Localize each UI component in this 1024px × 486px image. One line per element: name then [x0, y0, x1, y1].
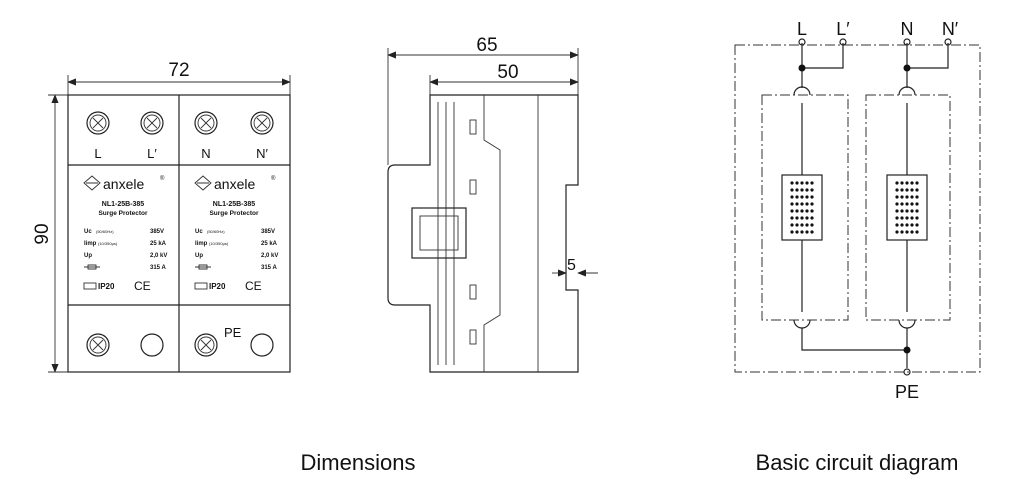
svg-text:Up: Up	[84, 253, 92, 259]
svg-text:®: ®	[271, 175, 276, 182]
circuit-terminal-l-prime: L′	[836, 19, 850, 39]
screw-terminal-icon	[194, 111, 218, 135]
inner-depth-label: 50	[497, 62, 518, 83]
terminal-hole-icon	[140, 333, 164, 357]
circuit-terminal-n-prime: N′	[942, 19, 959, 39]
svg-text:Up: Up	[195, 253, 203, 259]
model-number: NL1-25B-385	[102, 201, 145, 208]
svg-text:®: ®	[160, 175, 165, 182]
module-boundary	[865, 94, 951, 321]
svg-text:IP20: IP20	[98, 282, 115, 291]
brand-name: anxele	[103, 176, 144, 192]
product-type: Surge Protector	[98, 210, 148, 217]
terminal-label-n-prime: N′	[256, 146, 268, 161]
module-label-left: anxele ® NL1-25B-385 Surge Protector Uc …	[83, 175, 167, 293]
fuse-icon	[195, 264, 211, 270]
terminal-label-pe: PE	[224, 325, 242, 340]
circuit-terminal-n: N	[901, 19, 914, 39]
enclosure-boundary	[734, 44, 981, 373]
circuit-diagram: L L′ N N′ PE	[734, 19, 981, 402]
svg-text:Iimp: Iimp	[84, 241, 97, 247]
svg-text:385V: 385V	[261, 229, 275, 235]
svg-text:Iimp: Iimp	[195, 241, 208, 247]
standard-mark-icon	[194, 282, 208, 290]
svg-text:(50/60Hz): (50/60Hz)	[207, 229, 225, 234]
svg-text:anxele: anxele	[214, 176, 255, 192]
svg-text:IP20: IP20	[209, 282, 226, 291]
width-label: 72	[168, 60, 189, 81]
brand-logo-icon	[194, 175, 212, 191]
brand-logo-icon	[83, 175, 101, 191]
svg-text:(10/350μs): (10/350μs)	[209, 241, 229, 246]
side-profile	[387, 94, 579, 373]
svg-text:2,0 kV: 2,0 kV	[261, 253, 278, 259]
svg-text:Uc: Uc	[84, 229, 92, 235]
varistor-icon	[781, 174, 823, 241]
module-boundary	[761, 94, 849, 321]
screw-terminal-icon	[250, 111, 274, 135]
varistor-icon	[886, 174, 928, 241]
svg-text:NL1-25B-385: NL1-25B-385	[213, 201, 256, 208]
screw-terminal-icon	[86, 111, 110, 135]
screw-terminal-icon	[140, 111, 164, 135]
depth-label: 65	[476, 35, 497, 56]
circuit-caption: Basic circuit diagram	[756, 450, 959, 475]
ce-mark: CE	[134, 279, 151, 293]
offset-label: 5	[567, 257, 576, 274]
dimensions-caption: Dimensions	[301, 450, 416, 475]
front-view: 72 90 L L′ N N′ anxele ® NL1-25B-385 Sur…	[32, 60, 291, 373]
svg-text:(50/60Hz): (50/60Hz)	[96, 229, 114, 234]
module-label-right: anxele ® NL1-25B-385 Surge Protector Uc …	[194, 175, 278, 293]
fuse-icon	[84, 264, 100, 270]
terminal-label-n: N	[201, 146, 210, 161]
svg-text:315 A: 315 A	[150, 265, 166, 271]
svg-text:385V: 385V	[150, 229, 164, 235]
circuit-terminal-l: L	[797, 19, 807, 39]
svg-text:(10/350μs): (10/350μs)	[98, 241, 118, 246]
svg-text:25 kA: 25 kA	[261, 241, 278, 247]
svg-text:Uc: Uc	[195, 229, 203, 235]
svg-text:315 A: 315 A	[261, 265, 277, 271]
svg-text:25 kA: 25 kA	[150, 241, 167, 247]
terminal-label-l: L	[94, 146, 101, 161]
screw-terminal-icon	[194, 333, 218, 357]
terminal-label-l-prime: L′	[147, 146, 157, 161]
screw-terminal-icon	[86, 333, 110, 357]
standard-mark-icon	[83, 282, 97, 290]
svg-text:Surge Protector: Surge Protector	[209, 210, 259, 217]
svg-text:CE: CE	[245, 279, 262, 293]
svg-text:2,0 kV: 2,0 kV	[150, 253, 167, 259]
height-label: 90	[32, 223, 53, 244]
terminal-hole-icon	[250, 333, 274, 357]
circuit-ground-pe: PE	[895, 382, 919, 402]
side-view: 65 50 5	[387, 35, 598, 373]
